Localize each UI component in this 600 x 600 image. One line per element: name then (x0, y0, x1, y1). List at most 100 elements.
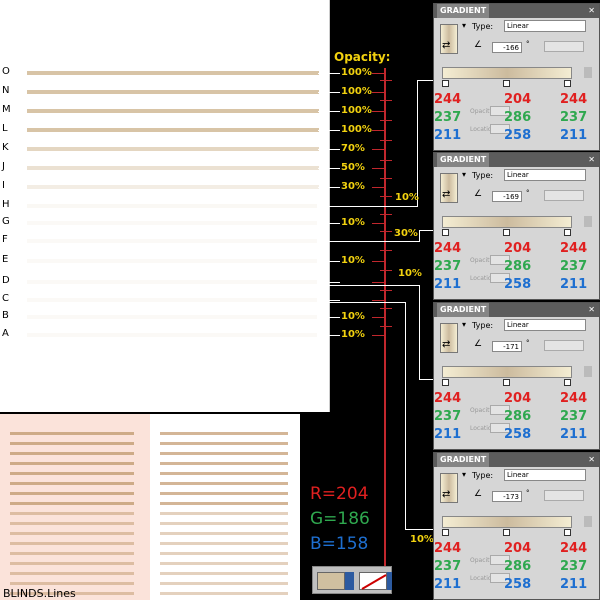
blind-line-a[interactable] (27, 333, 317, 337)
stroke-swatch[interactable] (359, 572, 387, 590)
panel-titlebar[interactable]: GRADIENT ✕ (434, 4, 599, 18)
gradient-stop[interactable] (564, 229, 571, 236)
angle-input[interactable]: -173 (492, 491, 522, 502)
location-field[interactable] (490, 423, 510, 433)
stroke-dropdown-icon[interactable] (387, 572, 392, 590)
location-field[interactable] (490, 573, 510, 583)
type-select[interactable]: Linear (504, 319, 586, 331)
row-label-f: F (2, 234, 8, 245)
gradient-stop[interactable] (503, 379, 510, 386)
fill-swatch[interactable] (317, 572, 345, 590)
ruler-tick-minor (380, 140, 392, 141)
blind-line-m[interactable] (27, 109, 319, 113)
opacity-field[interactable] (490, 555, 510, 565)
ruler-tick-minor (380, 231, 392, 232)
angle-input[interactable]: -166 (492, 42, 522, 53)
gradient-stop[interactable] (503, 529, 510, 536)
row-label-c: C (2, 293, 9, 304)
stop-r-value: 244 (434, 391, 462, 406)
gradient-stop[interactable] (442, 229, 449, 236)
gradient-stop[interactable] (442, 80, 449, 87)
preview-line (160, 552, 288, 555)
type-select[interactable]: Linear (504, 169, 586, 181)
blind-line-i[interactable] (27, 185, 319, 189)
row-connector (318, 130, 340, 131)
gradient-swatch[interactable] (440, 24, 458, 54)
reverse-icon[interactable]: ⇄ (442, 189, 451, 200)
location-field[interactable] (490, 273, 510, 283)
angle-input[interactable]: -171 (492, 341, 522, 352)
blind-line-l[interactable] (27, 128, 319, 132)
reverse-icon[interactable]: ⇄ (442, 40, 451, 51)
gradient-slider[interactable] (442, 366, 572, 378)
angle-input[interactable]: -169 (492, 191, 522, 202)
opacity-field[interactable] (490, 405, 510, 415)
gradient-slider[interactable] (442, 67, 572, 79)
panel-title: GRADIENT (437, 303, 490, 317)
ruler-tick-minor (380, 250, 392, 251)
panel-title: GRADIENT (437, 453, 490, 467)
fill-dropdown-icon[interactable] (345, 572, 354, 590)
delete-stop-icon[interactable] (584, 516, 592, 527)
chevron-down-icon[interactable]: ▾ (462, 470, 467, 479)
opacity-value: 10% (341, 217, 365, 228)
gradient-slider[interactable] (442, 516, 572, 528)
aspect-input[interactable] (544, 190, 584, 201)
panel-titlebar[interactable]: GRADIENT ✕ (434, 153, 599, 167)
aspect-input[interactable] (544, 490, 584, 501)
aspect-input[interactable] (544, 41, 584, 52)
stop-r-value: 204 (504, 92, 532, 107)
gradient-stop[interactable] (442, 529, 449, 536)
preview-line (10, 492, 134, 495)
blind-line-j[interactable] (27, 166, 319, 170)
stop-b-value: 211 (434, 577, 462, 592)
blind-line-c[interactable] (27, 298, 317, 302)
type-select[interactable]: Linear (504, 20, 586, 32)
gradient-stop[interactable] (442, 379, 449, 386)
ruler-tick (372, 261, 386, 262)
preview-line (160, 452, 288, 455)
chevron-down-icon[interactable]: ▾ (462, 21, 467, 30)
panel-titlebar[interactable]: GRADIENT ✕ (434, 453, 599, 467)
gradient-stop[interactable] (503, 229, 510, 236)
aspect-input[interactable] (544, 340, 584, 351)
panel-close-icon[interactable]: ✕ (588, 6, 595, 15)
preview-line (160, 512, 288, 515)
preview-line (10, 572, 134, 575)
opacity-field[interactable] (490, 106, 510, 116)
gradient-swatch[interactable] (440, 473, 458, 503)
reverse-icon[interactable]: ⇄ (442, 489, 451, 500)
gradient-stop[interactable] (564, 379, 571, 386)
chevron-down-icon[interactable]: ▾ (462, 170, 467, 179)
preview-line (160, 462, 288, 465)
chevron-down-icon[interactable]: ▾ (462, 320, 467, 329)
gradient-stop[interactable] (564, 529, 571, 536)
location-field[interactable] (490, 124, 510, 134)
blind-line-d[interactable] (27, 280, 317, 284)
panel-close-icon[interactable]: ✕ (588, 155, 595, 164)
gradient-stop[interactable] (503, 80, 510, 87)
reverse-icon[interactable]: ⇄ (442, 339, 451, 350)
gradient-swatch[interactable] (440, 173, 458, 203)
type-select[interactable]: Linear (504, 469, 586, 481)
gradient-slider[interactable] (442, 216, 572, 228)
gradient-swatch[interactable] (440, 323, 458, 353)
blind-line-o[interactable] (27, 71, 319, 75)
opacity-field[interactable] (490, 255, 510, 265)
blind-line-h[interactable] (27, 204, 317, 208)
preview-line (10, 512, 134, 515)
blind-line-n[interactable] (27, 90, 319, 94)
panel-close-icon[interactable]: ✕ (588, 455, 595, 464)
delete-stop-icon[interactable] (584, 366, 592, 377)
blind-line-k[interactable] (27, 147, 319, 151)
gradient-stop[interactable] (564, 80, 571, 87)
blind-line-b[interactable] (27, 315, 317, 319)
blind-line-g[interactable] (27, 221, 317, 225)
panel-close-icon[interactable]: ✕ (588, 305, 595, 314)
blind-line-f[interactable] (27, 239, 317, 243)
blind-line-e[interactable] (27, 259, 317, 263)
panel-titlebar[interactable]: GRADIENT ✕ (434, 303, 599, 317)
delete-stop-icon[interactable] (584, 67, 592, 78)
delete-stop-icon[interactable] (584, 216, 592, 227)
